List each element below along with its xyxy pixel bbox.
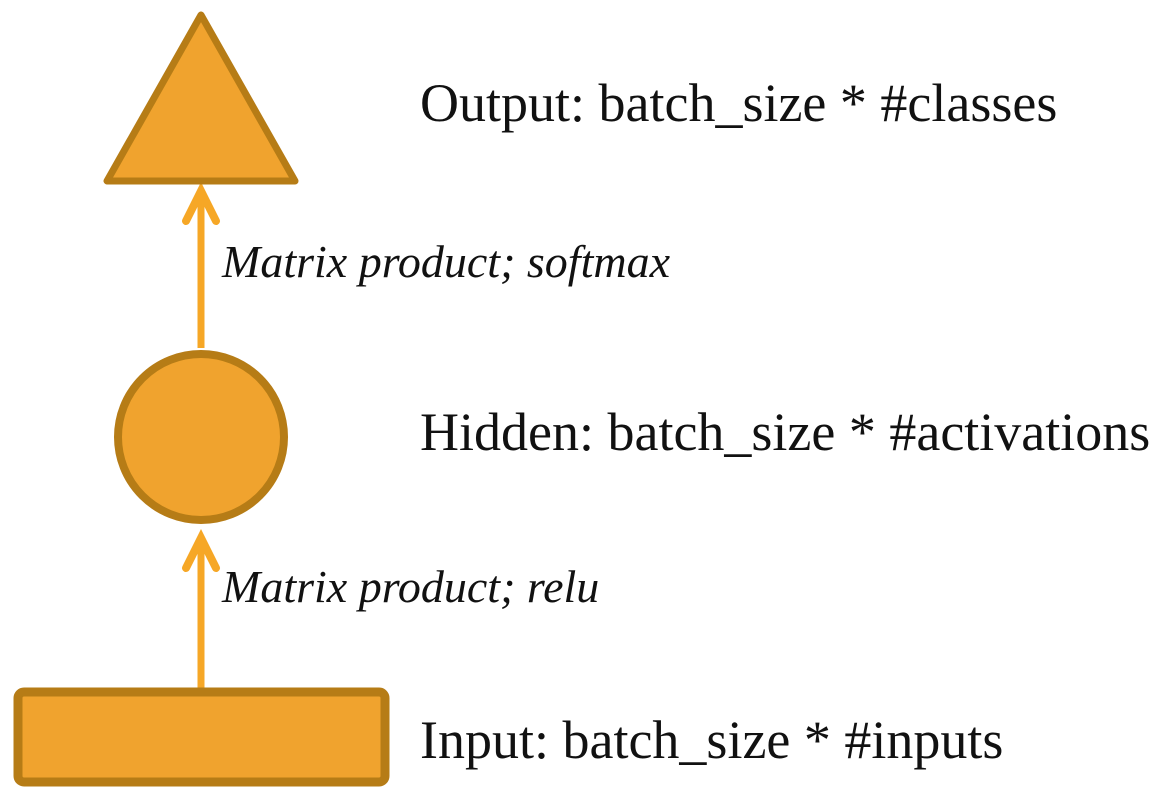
hidden-circle-shape (114, 350, 288, 524)
arrow-hidden-to-output (182, 182, 220, 348)
input-rectangle-shape (13, 687, 390, 787)
arrow-head-icon (182, 529, 220, 572)
output-triangle-shape (103, 11, 299, 185)
arrow-input-to-hidden (182, 529, 220, 689)
input-node-label: Input: batch_size * #inputs (420, 710, 1004, 770)
edge-label-softmax: Matrix product; softmax (222, 236, 671, 287)
arrow-head-icon (182, 182, 220, 225)
edge-label-relu: Matrix product; relu (222, 561, 600, 612)
hidden-node-label: Hidden: batch_size * #activations (420, 402, 1151, 462)
output-node-label: Output: batch_size * #classes (420, 73, 1058, 133)
